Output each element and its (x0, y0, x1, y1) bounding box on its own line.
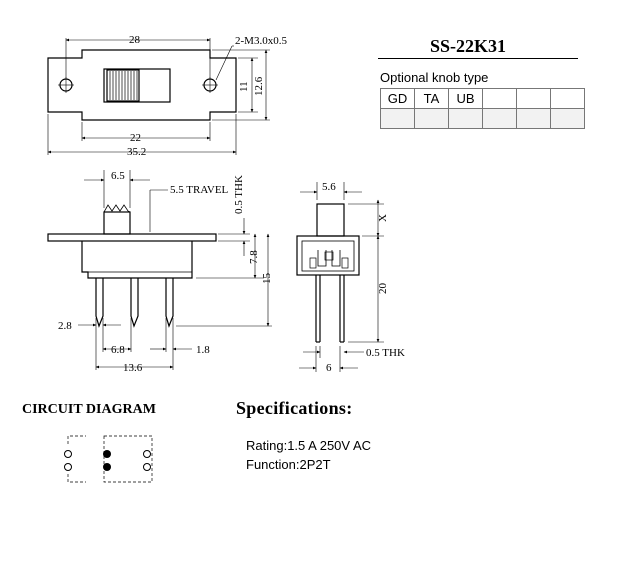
dim-pin-gap: 1.8 (196, 344, 210, 356)
circuit-dashed-box (103, 435, 153, 483)
contact-open (64, 463, 72, 471)
circuit-diagram (64, 435, 153, 483)
dim-pin-span: 13.6 (123, 362, 143, 374)
knob-table-caption: Optional knob type (380, 70, 489, 85)
dim-plate-thk: 0.5 THK (233, 175, 245, 214)
end-housing (296, 235, 360, 276)
dim-x: X (377, 214, 389, 222)
knob-cell: GD (380, 88, 415, 109)
dim-travel: 5.5 TRAVEL (170, 184, 229, 196)
knob-cell (380, 108, 415, 129)
contact-open (64, 450, 72, 458)
spec-function: Function:2P2T (246, 457, 331, 472)
contact-open (143, 463, 151, 471)
specifications-title: Specifications: (236, 398, 353, 418)
dim-knob-width: 5.6 (322, 181, 336, 193)
side-plate (47, 233, 217, 242)
knob-cell (516, 108, 551, 129)
contact-closed (103, 450, 111, 458)
model-title: SS-22K31 (430, 36, 507, 56)
end-view (296, 182, 384, 372)
knob-cell: TA (414, 88, 449, 109)
dim-pin-spacing: 6 (326, 362, 332, 374)
dim-pin-pitch: 6.8 (111, 344, 125, 356)
slider-slot (103, 68, 171, 103)
knob-cell (550, 88, 585, 109)
dim-body-length: 22 (130, 132, 141, 144)
knob-type-table: GD TA UB (380, 88, 585, 129)
knob-table-empty-row (380, 108, 585, 129)
dim-total-height: 15 (261, 273, 273, 285)
side-knob (103, 211, 131, 235)
title-underline (378, 58, 578, 59)
dim-total-length: 35.2 (127, 146, 146, 158)
knob-cell (482, 108, 517, 129)
dim-screw: 2-M3.0x0.5 (235, 35, 287, 47)
slider-knob (106, 69, 140, 102)
knob-cell (414, 108, 449, 129)
dim-inner-height: 11 (238, 81, 250, 92)
knob-cell (516, 88, 551, 109)
knob-cell: UB (448, 88, 483, 109)
top-view (47, 38, 270, 155)
end-knob (316, 203, 345, 237)
knob-cell (550, 108, 585, 129)
dim-pin-length: 20 (377, 283, 389, 295)
circuit-diagram-title: CIRCUIT DIAGRAM (22, 402, 156, 417)
dim-outer-height: 12.6 (253, 76, 265, 96)
dim-knob: 6.5 (111, 170, 125, 182)
knob-cell (482, 88, 517, 109)
dim-pin-offset: 2.8 (58, 320, 72, 332)
dim-body-height: 7.8 (248, 250, 260, 264)
spec-rating: Rating:1.5 A 250V AC (246, 438, 372, 453)
side-view (47, 170, 272, 370)
dim-pin-thk: 0.5 THK (366, 347, 405, 359)
contact-closed (103, 463, 111, 471)
knob-cell (448, 108, 483, 129)
dim-hole-spacing: 28 (129, 34, 141, 46)
side-pins (95, 278, 174, 328)
knob-table-header-row: GD TA UB (380, 88, 585, 109)
contact-open (143, 450, 151, 458)
